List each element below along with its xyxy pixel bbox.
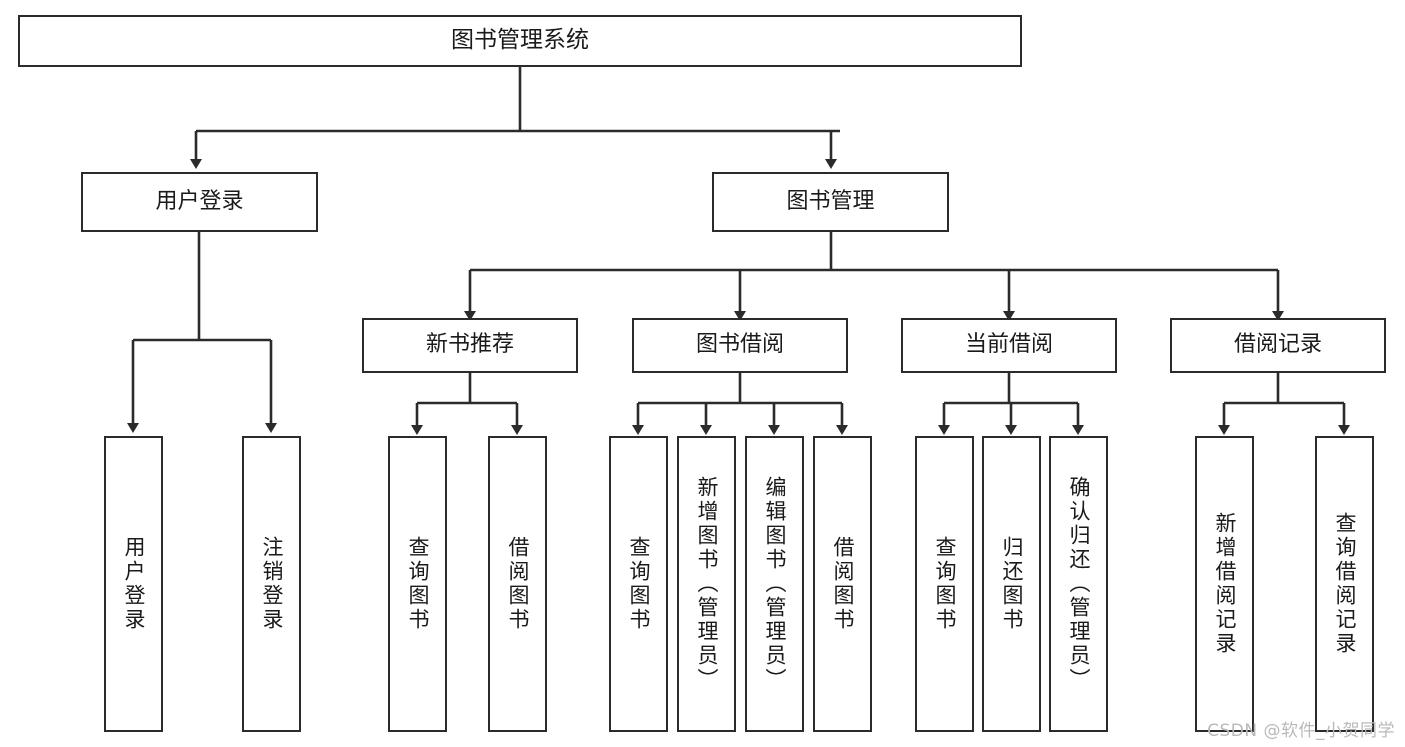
node-borrow-record[interactable]: 借阅记录 bbox=[1170, 318, 1386, 373]
node-leaf-edit-book[interactable]: 编辑图书（管理员） bbox=[745, 436, 804, 732]
node-leaf-return-book[interactable]: 归还图书 bbox=[982, 436, 1041, 732]
node-user-login-label: 用户登录 bbox=[155, 188, 244, 214]
node-leaf-query-book-1-label: 查询图书 bbox=[406, 536, 430, 632]
node-book-manage-label: 图书管理 bbox=[786, 188, 875, 214]
node-leaf-confirm-return[interactable]: 确认归还（管理员） bbox=[1049, 436, 1108, 732]
node-leaf-add-book-label: 新增图书（管理员） bbox=[695, 476, 719, 692]
node-leaf-return-book-label: 归还图书 bbox=[1000, 536, 1024, 632]
node-new-book-rec-label: 新书推荐 bbox=[425, 332, 514, 358]
node-user-login[interactable]: 用户登录 bbox=[81, 172, 318, 232]
node-leaf-user-login-label: 用户登录 bbox=[122, 536, 146, 632]
node-root[interactable]: 图书管理系统 bbox=[18, 15, 1022, 67]
node-leaf-query-record-label: 查询借阅记录 bbox=[1333, 512, 1357, 656]
node-leaf-borrow-book-1-label: 借阅图书 bbox=[506, 536, 530, 632]
node-leaf-user-login[interactable]: 用户登录 bbox=[104, 436, 163, 732]
node-leaf-query-book-3-label: 查询图书 bbox=[933, 536, 957, 632]
node-leaf-query-book-3[interactable]: 查询图书 bbox=[915, 436, 974, 732]
node-leaf-borrow-book-2[interactable]: 借阅图书 bbox=[813, 436, 872, 732]
node-leaf-edit-book-label: 编辑图书（管理员） bbox=[763, 476, 787, 692]
node-leaf-add-record-label: 新增借阅记录 bbox=[1213, 512, 1237, 656]
node-leaf-borrow-book-2-label: 借阅图书 bbox=[831, 536, 855, 632]
node-root-label: 图书管理系统 bbox=[451, 27, 589, 54]
node-book-borrow[interactable]: 图书借阅 bbox=[632, 318, 848, 373]
watermark-text: CSDN @软件_小贺同学 bbox=[1207, 721, 1395, 741]
node-leaf-query-book-1[interactable]: 查询图书 bbox=[388, 436, 447, 732]
node-leaf-user-logout[interactable]: 注销登录 bbox=[242, 436, 301, 732]
node-leaf-user-logout-label: 注销登录 bbox=[260, 536, 284, 632]
node-leaf-query-book-2[interactable]: 查询图书 bbox=[609, 436, 668, 732]
node-book-borrow-label: 图书借阅 bbox=[695, 332, 784, 358]
node-leaf-add-record[interactable]: 新增借阅记录 bbox=[1195, 436, 1254, 732]
node-current-borrow[interactable]: 当前借阅 bbox=[901, 318, 1117, 373]
node-leaf-add-book[interactable]: 新增图书（管理员） bbox=[677, 436, 736, 732]
node-leaf-borrow-book-1[interactable]: 借阅图书 bbox=[488, 436, 547, 732]
node-leaf-confirm-return-label: 确认归还（管理员） bbox=[1067, 476, 1091, 692]
node-new-book-rec[interactable]: 新书推荐 bbox=[362, 318, 578, 373]
node-book-manage[interactable]: 图书管理 bbox=[712, 172, 949, 232]
node-leaf-query-book-2-label: 查询图书 bbox=[627, 536, 651, 632]
node-current-borrow-label: 当前借阅 bbox=[964, 332, 1053, 358]
node-borrow-record-label: 借阅记录 bbox=[1233, 332, 1322, 358]
node-leaf-query-record[interactable]: 查询借阅记录 bbox=[1315, 436, 1374, 732]
